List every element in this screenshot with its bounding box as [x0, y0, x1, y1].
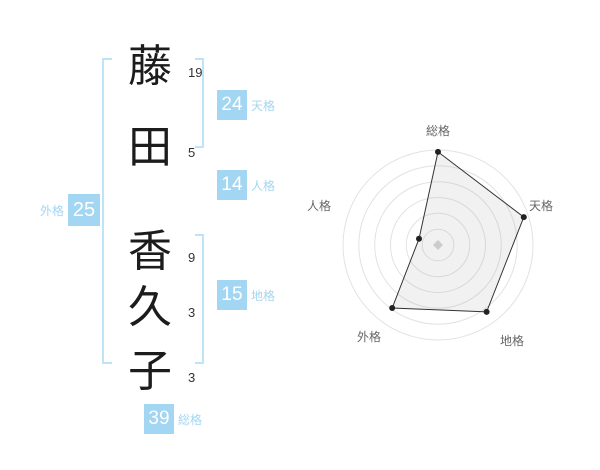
- name-char-3: 香: [128, 227, 172, 276]
- radar-axis-label-2: 天格: [529, 198, 553, 213]
- radar-center-marker: [433, 240, 443, 250]
- jinkaku-group: 14 人格: [217, 170, 275, 200]
- chikaku-bracket: [195, 234, 204, 364]
- jinkaku-value-badge: 14: [217, 170, 247, 200]
- radar-axis-label-5: 人格: [307, 198, 331, 213]
- gaikaku-bracket: [102, 58, 112, 364]
- name-char-5: 子: [128, 347, 172, 396]
- gaikaku-label: 外格: [40, 203, 65, 218]
- gaikaku-value-badge: 25: [68, 194, 101, 226]
- radar-axis-label-4: 外格: [357, 329, 381, 344]
- radar-vertex-dot: [416, 235, 422, 242]
- stroke-count-1: 19: [188, 65, 203, 80]
- name-char-4: 久: [128, 283, 172, 332]
- radar-vertex-dot: [435, 148, 441, 155]
- radar-axis-label-1: 総格: [426, 123, 450, 138]
- stroke-count-5: 3: [188, 370, 196, 385]
- stroke-count-3: 9: [188, 250, 196, 265]
- radar-data-polygon: [391, 151, 525, 313]
- stroke-count-4: 3: [188, 305, 196, 320]
- chikaku-label: 地格: [251, 288, 276, 303]
- tenkaku-bracket: [195, 58, 204, 148]
- soukaku-value-badge: 39: [144, 404, 174, 434]
- tenkaku-value-badge: 24: [217, 90, 247, 120]
- jinkaku-label: 人格: [251, 178, 276, 193]
- stroke-count-2: 5: [188, 145, 196, 160]
- radar-vertex-dot: [520, 214, 527, 221]
- tenkaku-group: 24 天格: [217, 90, 275, 120]
- name-char-1: 藤: [128, 42, 172, 91]
- radar-grid-ring: [405, 212, 471, 278]
- radar-grid-ring: [374, 181, 502, 309]
- gaikaku-group: 外格 25: [40, 194, 101, 226]
- chikaku-group: 15 地格: [217, 280, 275, 310]
- name-char-2: 田: [128, 123, 172, 172]
- radar-axis-label-3: 地格: [500, 333, 524, 348]
- soukaku-label: 総格: [178, 412, 203, 427]
- radar-vertex-dot: [483, 308, 490, 315]
- radar-grid-ring: [390, 197, 486, 293]
- soukaku-group: 39 総格: [144, 404, 202, 434]
- chikaku-value-badge: 15: [217, 280, 247, 310]
- tenkaku-label: 天格: [251, 98, 276, 113]
- radar-grid-ring: [358, 165, 518, 325]
- radar-grid-ring: [421, 228, 455, 262]
- radar-vertex-dot: [389, 305, 396, 311]
